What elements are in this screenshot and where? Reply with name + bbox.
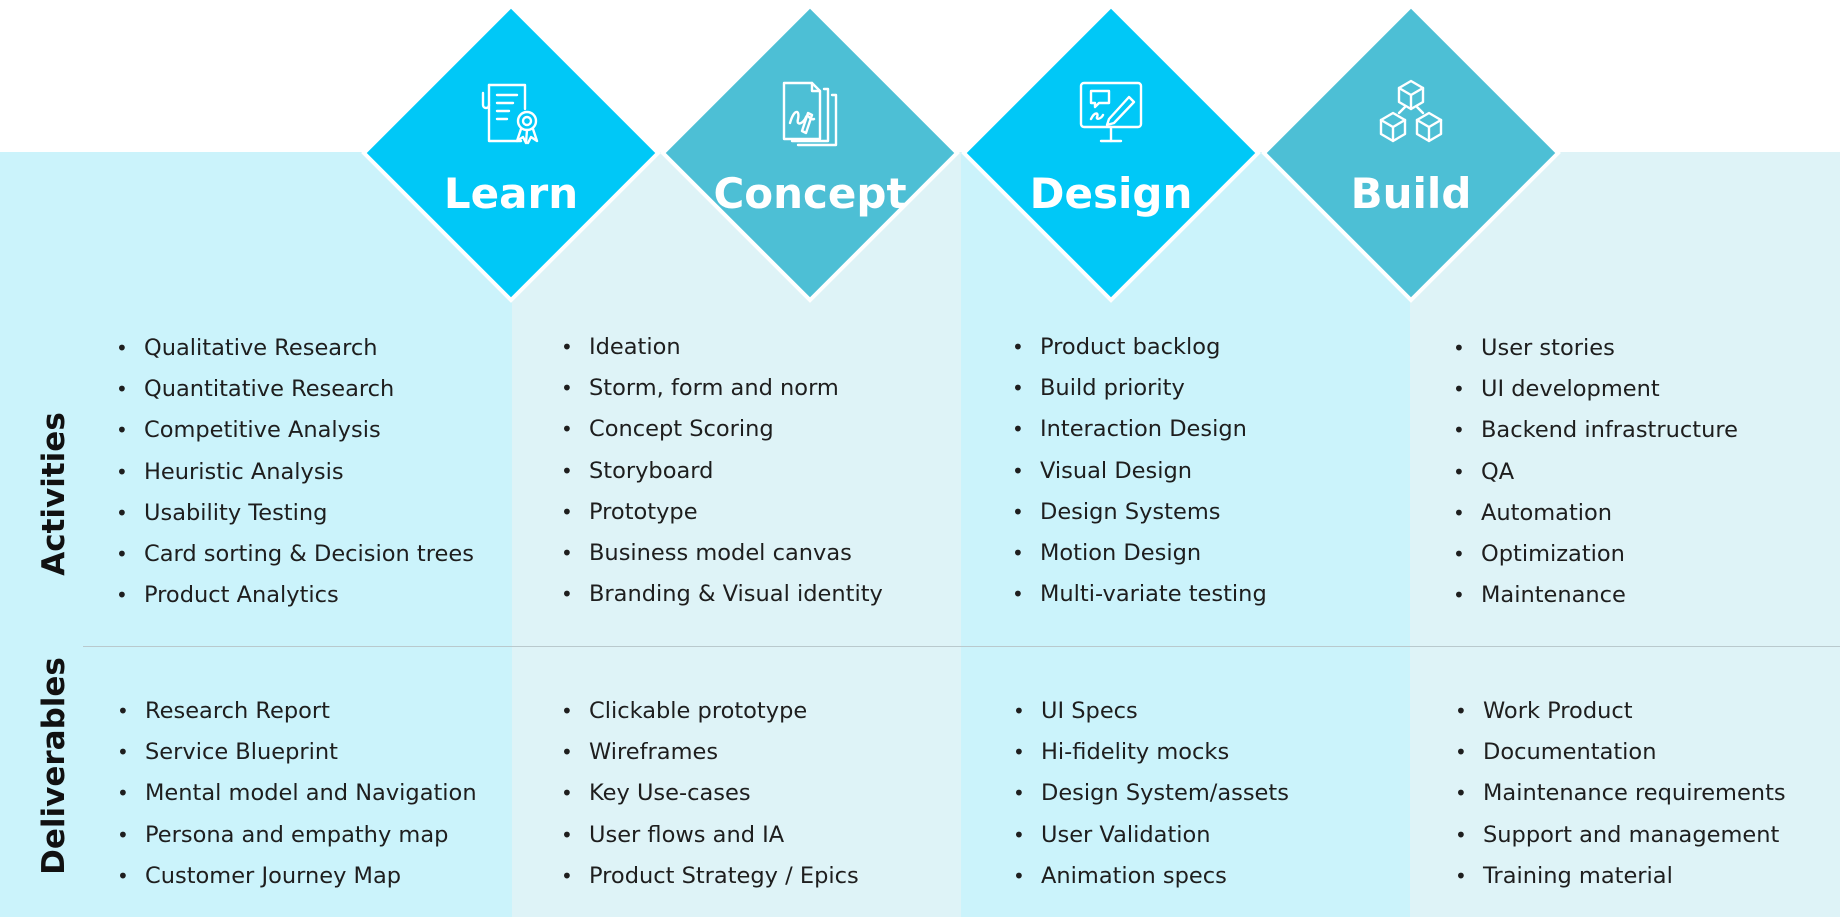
phase-diamond-concept: Concept [665, 8, 955, 298]
list-item: UI development [1453, 369, 1738, 410]
list-item: Product Analytics [116, 575, 474, 616]
diamond-shape [1266, 8, 1556, 298]
row-label-activities: Activities [36, 412, 72, 576]
list-item: Optimization [1453, 534, 1738, 575]
list-item: Persona and empathy map [117, 815, 477, 856]
list-item: Product backlog [1012, 327, 1267, 368]
list-item: User stories [1453, 328, 1738, 369]
list-item: Quantitative Research [116, 369, 474, 410]
list-item: Card sorting & Decision trees [116, 534, 474, 575]
activities-list-concept: Ideation Storm, form and norm Concept Sc… [561, 327, 883, 616]
list-item: Ideation [561, 327, 883, 368]
list-item: Documentation [1455, 732, 1786, 773]
list-item: Storm, form and norm [561, 368, 883, 409]
list-item: Multi-variate testing [1012, 574, 1267, 615]
activities-list-design: Product backlog Build priority Interacti… [1012, 327, 1267, 616]
list-item: Product Strategy / Epics [561, 856, 859, 897]
diamond-shape [966, 8, 1256, 298]
list-item: Design System/assets [1013, 773, 1289, 814]
deliverables-list-build: Work Product Documentation Maintenance r… [1455, 691, 1786, 897]
list-item: Clickable prototype [561, 691, 859, 732]
list-item: UI Specs [1013, 691, 1289, 732]
list-item: Heuristic Analysis [116, 452, 474, 493]
list-item: Visual Design [1012, 451, 1267, 492]
row-label-deliverables: Deliverables [36, 657, 72, 875]
list-item: Maintenance requirements [1455, 773, 1786, 814]
list-item: Motion Design [1012, 533, 1267, 574]
list-item: Usability Testing [116, 493, 474, 534]
list-item: Interaction Design [1012, 409, 1267, 450]
list-item: Competitive Analysis [116, 410, 474, 451]
list-item: Branding & Visual identity [561, 574, 883, 615]
signed-documents-icon [782, 81, 838, 147]
list-item: Animation specs [1013, 856, 1289, 897]
activities-list-learn: Qualitative Research Quantitative Resear… [116, 328, 474, 617]
list-item: Service Blueprint [117, 732, 477, 773]
list-item: Automation [1453, 493, 1738, 534]
deliverables-list-concept: Clickable prototype Wireframes Key Use-c… [561, 691, 859, 897]
list-item: Prototype [561, 492, 883, 533]
list-item: Training material [1455, 856, 1786, 897]
phase-diamond-learn: Learn [366, 8, 656, 298]
row-divider [83, 646, 1840, 647]
phase-title: Build [1350, 169, 1472, 218]
list-item: Key Use-cases [561, 773, 859, 814]
cubes-icon [1379, 79, 1443, 143]
list-item: Design Systems [1012, 492, 1267, 533]
certificate-document-icon [481, 83, 539, 145]
list-item: Maintenance [1453, 575, 1738, 616]
monitor-pen-icon [1079, 81, 1143, 143]
list-item: User flows and IA [561, 815, 859, 856]
phase-title: Learn [443, 169, 579, 218]
list-item: User Validation [1013, 815, 1289, 856]
list-item: Work Product [1455, 691, 1786, 732]
list-item: Backend infrastructure [1453, 410, 1738, 451]
list-item: Business model canvas [561, 533, 883, 574]
list-item: QA [1453, 452, 1738, 493]
list-item: Build priority [1012, 368, 1267, 409]
phase-diamond-build: Build [1266, 8, 1556, 298]
list-item: Support and management [1455, 815, 1786, 856]
phase-title: Concept [713, 169, 907, 218]
deliverables-list-design: UI Specs Hi-fidelity mocks Design System… [1013, 691, 1289, 897]
list-item: Research Report [117, 691, 477, 732]
list-item: Hi-fidelity mocks [1013, 732, 1289, 773]
phase-title: Design [1029, 169, 1193, 218]
diamond-shape [366, 8, 656, 298]
list-item: Storyboard [561, 451, 883, 492]
list-item: Customer Journey Map [117, 856, 477, 897]
diamond-shape [665, 8, 955, 298]
list-item: Mental model and Navigation [117, 773, 477, 814]
list-item: Concept Scoring [561, 409, 883, 450]
activities-list-build: User stories UI development Backend infr… [1453, 328, 1738, 617]
list-item: Wireframes [561, 732, 859, 773]
list-item: Qualitative Research [116, 328, 474, 369]
deliverables-list-learn: Research Report Service Blueprint Mental… [117, 691, 477, 897]
phase-diamond-design: Design [966, 8, 1256, 298]
